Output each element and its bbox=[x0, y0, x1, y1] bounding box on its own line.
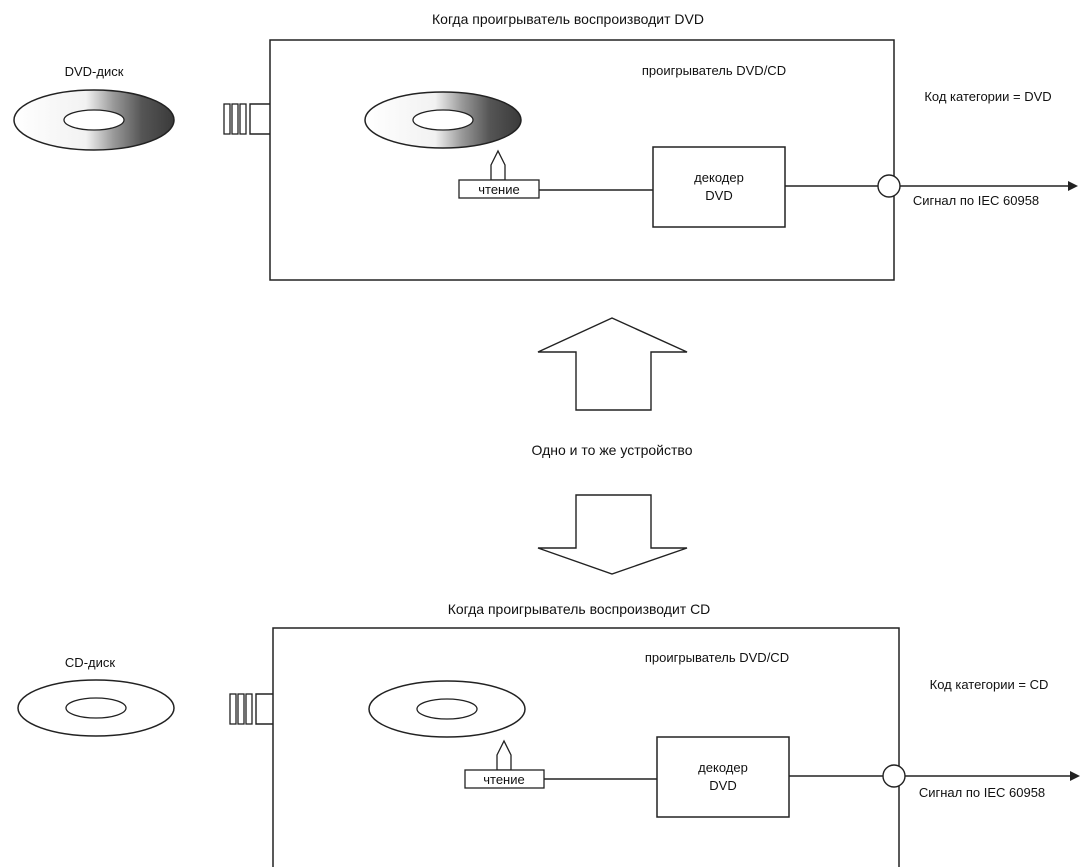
output-connector-icon bbox=[877, 174, 901, 198]
decoder-label-line2: DVD bbox=[705, 188, 732, 203]
decoder-box bbox=[652, 146, 786, 228]
signal-label: Сигнал по IEC 60958 bbox=[913, 193, 1039, 208]
category-code: Код категории = DVD bbox=[924, 89, 1051, 104]
output-arrowhead-icon bbox=[1068, 181, 1078, 191]
panel-dvd: Когда проигрыватель воспроизводит DVD DV… bbox=[13, 11, 1078, 281]
player-box bbox=[272, 627, 900, 867]
disc-label: CD-диск bbox=[65, 655, 115, 670]
read-head-icon bbox=[496, 739, 512, 771]
dvd-disc-icon bbox=[13, 89, 175, 151]
panel-heading: Когда проигрыватель воспроизводит CD bbox=[448, 601, 711, 617]
decoder-label-line1: декодер bbox=[694, 170, 744, 185]
read-head-icon bbox=[490, 149, 506, 181]
player-label: проигрыватель DVD/CD bbox=[642, 63, 786, 78]
same-device-indicator: Одно и то же устройство bbox=[532, 317, 693, 575]
cd-disc-icon bbox=[17, 679, 175, 737]
up-arrow-icon bbox=[537, 317, 688, 411]
signal-label: Сигнал по IEC 60958 bbox=[919, 785, 1045, 800]
down-arrow-icon bbox=[537, 494, 688, 575]
category-code: Код категории = CD bbox=[930, 677, 1049, 692]
player-label: проигрыватель DVD/CD bbox=[645, 650, 789, 665]
output-connector-icon bbox=[882, 764, 906, 788]
read-label: чтение bbox=[478, 182, 519, 197]
same-device-label: Одно и то же устройство bbox=[532, 442, 693, 458]
player-box bbox=[269, 39, 895, 281]
panel-cd: Когда проигрыватель воспроизводит CD CD-… bbox=[17, 601, 1080, 867]
cd-disc-in-player-icon bbox=[368, 680, 526, 738]
output-arrowhead-icon bbox=[1070, 771, 1080, 781]
dvd-disc-in-player-icon bbox=[364, 91, 522, 149]
read-box bbox=[458, 179, 540, 199]
decoder-label-line1: декодер bbox=[698, 760, 748, 775]
decoder-box bbox=[656, 736, 790, 818]
read-label: чтение bbox=[483, 772, 524, 787]
decoder-label-line2: DVD bbox=[709, 778, 736, 793]
panel-heading: Когда проигрыватель воспроизводит DVD bbox=[432, 11, 704, 27]
disc-label: DVD-диск bbox=[65, 64, 124, 79]
